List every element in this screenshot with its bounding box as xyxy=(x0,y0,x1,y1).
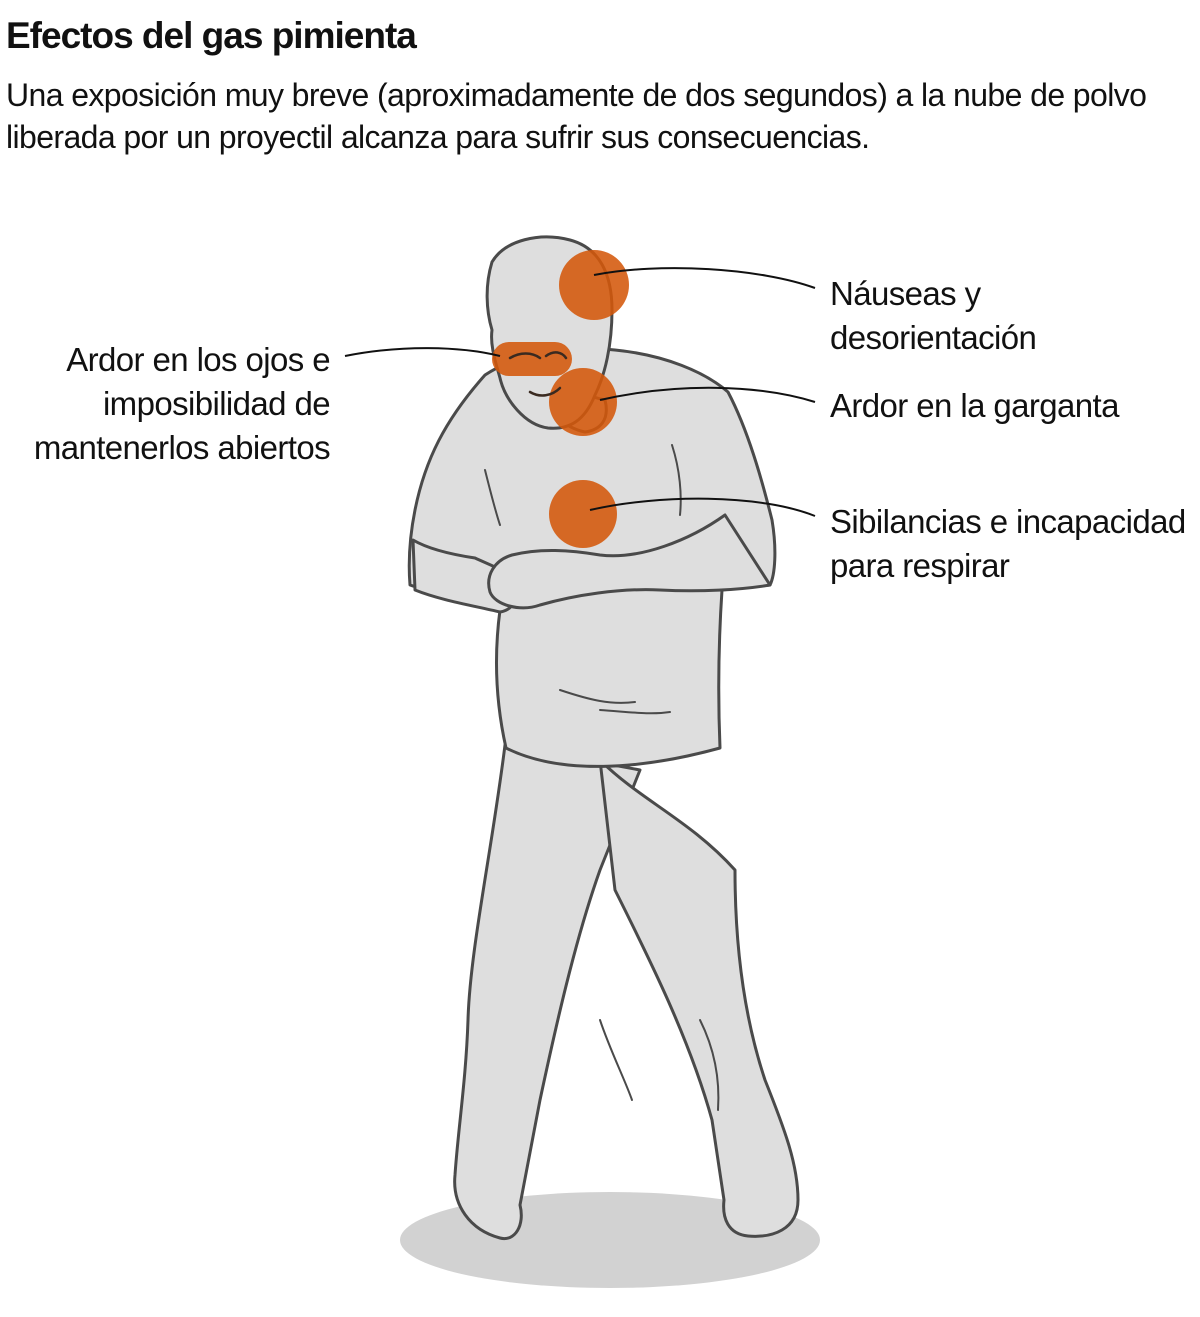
page-subtitle: Una exposición muy breve (aproximadament… xyxy=(6,77,1147,155)
leader-throat xyxy=(599,386,816,403)
leader-chest xyxy=(589,497,816,517)
effect-label-line: Sibilancias e incapacidad xyxy=(830,503,1186,540)
left-leg xyxy=(453,743,642,1241)
leader-eyes xyxy=(344,347,501,357)
leader-head xyxy=(593,267,816,289)
head-highlight-circle xyxy=(559,250,629,320)
effect-label-line: para respirar xyxy=(830,547,1010,584)
effect-label-eyes: Ardor en los ojos e imposibilidad de man… xyxy=(0,338,331,470)
eyes-highlight-band xyxy=(492,342,572,376)
effect-label-line: Ardor en la garganta xyxy=(830,387,1119,424)
right-leg xyxy=(598,758,800,1238)
effect-label-line: imposibilidad de xyxy=(102,385,331,422)
effect-label-chest: Sibilancias e incapacidad para respirar xyxy=(830,500,1186,588)
page-title: Efectos del gas pimienta xyxy=(6,15,417,56)
effect-label-line: mantenerlos abiertos xyxy=(33,429,331,466)
throat-highlight-circle xyxy=(549,368,617,436)
effect-label-throat: Ardor en la garganta xyxy=(830,384,1119,428)
effect-label-line: Náuseas y xyxy=(830,275,981,312)
effect-label-nausea: Náuseas y desorientación xyxy=(830,272,1037,360)
chest-highlight-circle xyxy=(549,480,617,548)
effect-label-line: desorientación xyxy=(830,319,1037,356)
effect-label-line: Ardor en los ojos e xyxy=(66,341,330,378)
right-arm xyxy=(487,513,772,610)
